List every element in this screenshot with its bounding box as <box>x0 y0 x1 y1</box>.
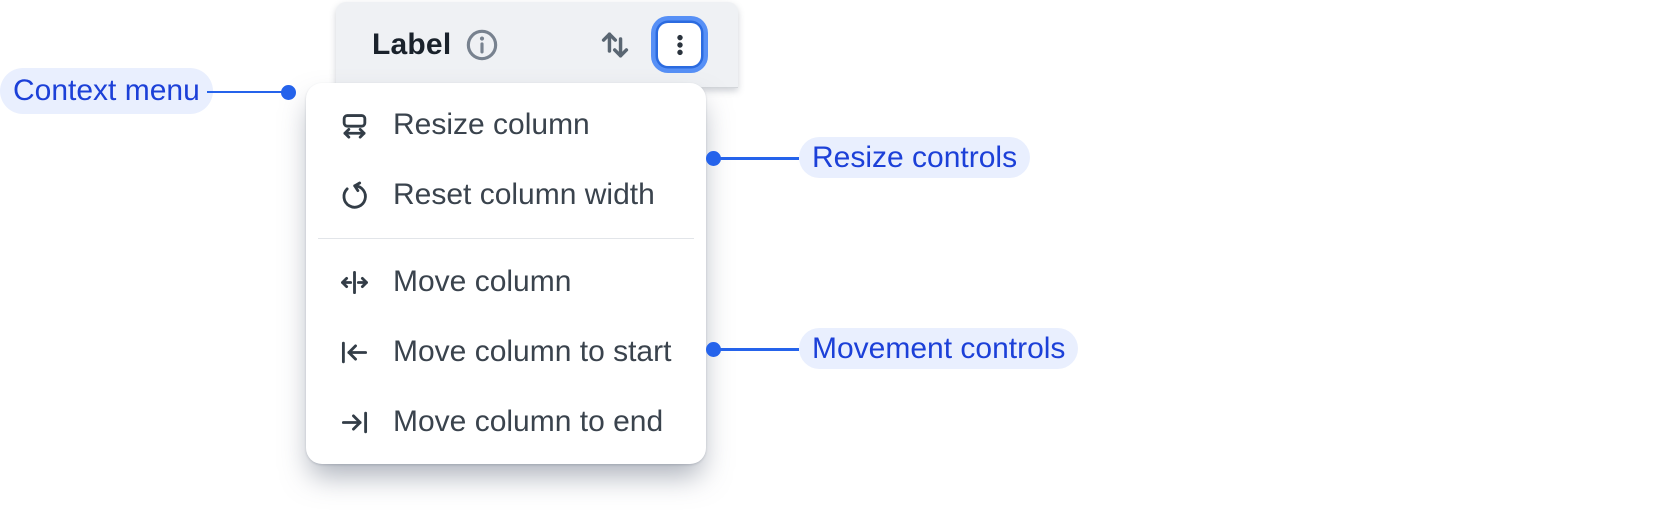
annotation-label: Movement controls <box>812 331 1066 365</box>
menu-item-label: Resize column <box>393 108 590 141</box>
menu-divider <box>318 238 694 239</box>
sort-arrows-icon[interactable] <box>597 26 633 64</box>
resize-column-icon <box>339 110 370 141</box>
menu-item-move-column-to-end[interactable]: Move column to end <box>306 387 706 457</box>
kebab-menu-icon <box>667 32 693 58</box>
annotation-label: Context menu <box>13 74 200 107</box>
menu-item-label: Reset column width <box>393 178 655 211</box>
connector-line <box>207 90 283 93</box>
column-header-title: Label <box>372 27 452 61</box>
menu-item-label: Move column to start <box>393 335 672 368</box>
connector-line <box>713 157 799 160</box>
menu-item-reset-column-width[interactable]: Reset column width <box>306 160 706 230</box>
annotation-label: Resize controls <box>812 140 1018 174</box>
connector-line <box>713 348 799 351</box>
info-circle-icon[interactable] <box>464 27 500 63</box>
move-column-to-end-icon <box>339 407 370 438</box>
menu-item-label: Move column to end <box>393 405 664 438</box>
menu-item-resize-column[interactable]: Resize column <box>306 90 706 160</box>
move-column-icon <box>339 267 370 298</box>
column-header: Label <box>336 2 738 88</box>
menu-item-move-column[interactable]: Move column <box>306 247 706 317</box>
move-column-to-start-icon <box>339 337 370 368</box>
connector-dot <box>281 84 296 100</box>
reset-column-width-icon <box>339 180 370 211</box>
column-menu-button[interactable] <box>658 23 701 66</box>
menu-item-label: Move column <box>393 265 572 298</box>
menu-item-move-column-to-start[interactable]: Move column to start <box>306 317 706 387</box>
annotation-movement-controls: Movement controls <box>799 328 1079 369</box>
annotation-context-menu: Context menu <box>0 68 213 114</box>
column-context-menu: Resize column Reset column width <box>306 83 706 464</box>
annotation-resize-controls: Resize controls <box>799 137 1031 178</box>
